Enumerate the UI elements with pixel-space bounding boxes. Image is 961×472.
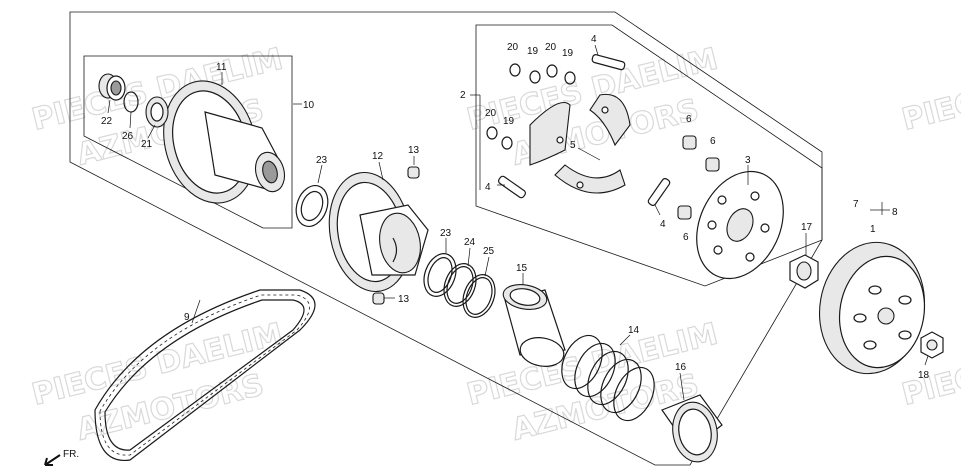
oil-seal (145, 96, 169, 128)
driven-face-spring (561, 334, 655, 422)
label-6c: 6 (683, 232, 689, 243)
drive-face-spindle (328, 171, 429, 293)
slide-piece-top (407, 166, 420, 179)
washers-19-20 (486, 63, 576, 150)
label-16: 16 (675, 362, 687, 373)
watermarks: PIECES DAELIM AZMOTORS PIECES DAELIM AZM… (28, 41, 961, 448)
o-ring-left (295, 185, 329, 227)
label-20b: 20 (545, 42, 557, 53)
needle-bearing (98, 73, 126, 101)
damper-rubbers (677, 135, 720, 220)
o-ring-23-right (423, 253, 457, 297)
label-3: 3 (745, 155, 751, 166)
label-18: 18 (918, 370, 930, 381)
label-23b: 23 (440, 228, 452, 239)
outer-assembly-outline (69, 11, 823, 466)
label-26: 26 (122, 131, 134, 142)
label-19a: 19 (527, 46, 539, 57)
label-5: 5 (570, 140, 576, 151)
label-6b: 6 (710, 136, 716, 147)
svg-text:FR.: FR. (63, 449, 79, 460)
clutch-outer (818, 241, 926, 375)
clutch-outer-nut (920, 331, 944, 359)
svg-text:PIECES DAELIM: PIECES DAELIM (898, 42, 961, 138)
label-19c: 19 (503, 116, 515, 127)
label-19b: 19 (562, 48, 574, 59)
label-17: 17 (801, 222, 813, 233)
label-20a: 20 (507, 42, 519, 53)
watermark-right-top: PIECES DAELIM (898, 41, 961, 138)
label-12: 12 (372, 151, 384, 162)
clutch-spring-left (497, 175, 527, 199)
collar (502, 284, 566, 367)
label-6a: 6 (686, 114, 692, 125)
spring-seat (661, 394, 723, 463)
part-labels: 1 2 3 4 4 4 5 6 6 6 7 8 9 10 11 12 13 13… (101, 34, 930, 381)
movable-drive-face-group-outline (83, 55, 293, 229)
label-4a: 4 (591, 34, 597, 45)
clutch-spring-right (647, 177, 671, 207)
ring-24 (443, 263, 477, 307)
watermark-left-bottom: PIECES DAELIM AZMOTORS (28, 316, 287, 448)
label-22: 22 (101, 116, 113, 127)
clutch-assembly-outline (475, 24, 823, 287)
clutch-spring-top (591, 54, 626, 71)
label-8: 8 (892, 207, 898, 218)
label-7: 7 (853, 199, 859, 210)
label-1: 1 (870, 224, 876, 235)
drive-belt (94, 289, 316, 461)
label-4b: 4 (485, 182, 491, 193)
label-15: 15 (516, 263, 528, 274)
clutch-drive-plate (696, 170, 784, 280)
label-4c: 4 (660, 219, 666, 230)
label-14: 14 (628, 325, 640, 336)
leader-lines (107, 44, 929, 401)
clutch-shoes (529, 93, 631, 194)
label-10: 10 (303, 100, 315, 111)
label-23a: 23 (316, 155, 328, 166)
slide-piece-bottom (372, 292, 385, 305)
label-24: 24 (464, 237, 476, 248)
label-20c: 20 (485, 108, 497, 119)
ring-25 (462, 274, 496, 318)
movable-drive-face (163, 80, 286, 204)
label-21: 21 (141, 139, 153, 150)
front-direction-arrow: FR. (44, 449, 79, 466)
clutch-nut (789, 254, 819, 289)
label-9: 9 (184, 312, 190, 323)
label-11: 11 (216, 62, 227, 73)
label-25: 25 (483, 246, 495, 257)
label-13a: 13 (408, 145, 420, 156)
label-13b: 13 (398, 294, 410, 305)
label-2: 2 (460, 90, 466, 101)
